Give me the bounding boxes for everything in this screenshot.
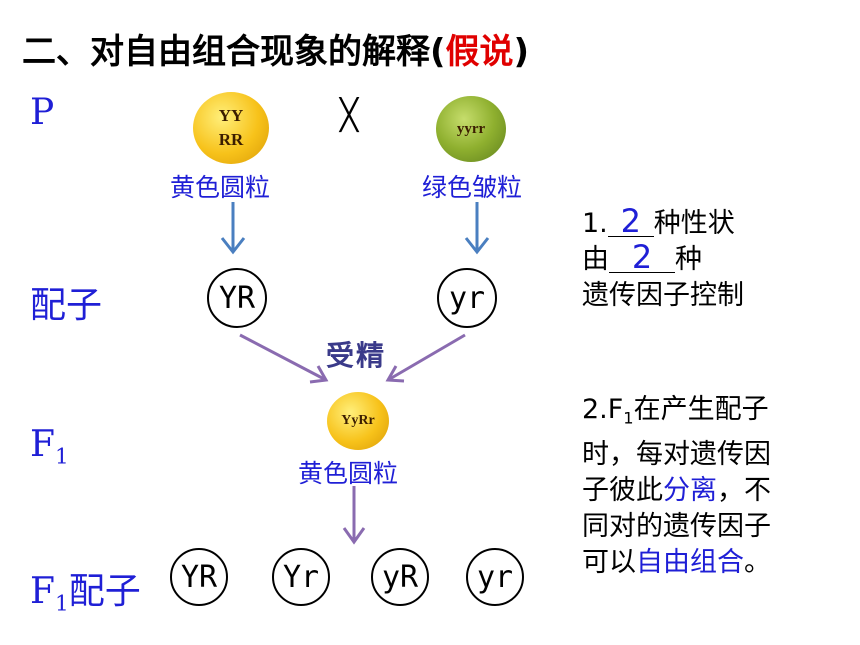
- fertilization-label: 受精: [326, 339, 387, 372]
- gamete-left: YR: [207, 268, 267, 328]
- gamete-right: yr: [437, 268, 497, 328]
- cross-symbol: ╳: [340, 98, 359, 133]
- title-highlight: 假说: [445, 32, 514, 72]
- phenotype-green-wrinkled: 绿色皱粒: [422, 173, 523, 202]
- highlight-independent-assortment: 自由组合: [636, 546, 744, 578]
- arrow-right-gamete-to-f1: [385, 333, 466, 383]
- row-label-f1: F1: [30, 424, 69, 470]
- row-label-gametes: 配子: [30, 285, 103, 326]
- row-label-p: P: [30, 92, 55, 133]
- genotype-green: yyrr: [456, 120, 486, 137]
- phenotype-yellow-round: 黄色圆粒: [170, 173, 271, 202]
- highlight-segregation: 分离: [663, 474, 717, 506]
- f1-gamete-4: yr: [466, 548, 524, 606]
- blank-factor-count: 2: [609, 241, 675, 273]
- f1-gamete-2: Yr: [272, 548, 330, 606]
- genotype-top: YY: [218, 106, 244, 125]
- note-2: 2.F1在产生配子 时，每对遗传因 子彼此分离，不 同对的遗传因子 可以自由组合…: [582, 394, 771, 578]
- f1-gamete-1: YR: [170, 548, 228, 606]
- blank-trait-count: 2: [607, 205, 654, 237]
- yellow-round-seed: YY RR: [193, 92, 269, 164]
- arrow-left-gamete-to-f1: [239, 333, 329, 384]
- page-title: 二、对自由组合现象的解释(假说): [22, 32, 530, 72]
- arrow-f1-to-gametes: [342, 486, 366, 545]
- f1-genotype: YyRr: [341, 413, 375, 428]
- row-label-f1-gametes: F1配子: [30, 571, 141, 617]
- green-wrinkled-seed: yyrr: [436, 96, 506, 162]
- f1-seed: YyRr: [327, 392, 389, 450]
- genotype-bottom: RR: [218, 130, 244, 149]
- arrow-green-to-gamete: [464, 202, 490, 255]
- arrow-yellow-to-gamete: [220, 202, 246, 255]
- f1-gamete-3: yR: [371, 548, 429, 606]
- phenotype-f1: 黄色圆粒: [298, 459, 399, 488]
